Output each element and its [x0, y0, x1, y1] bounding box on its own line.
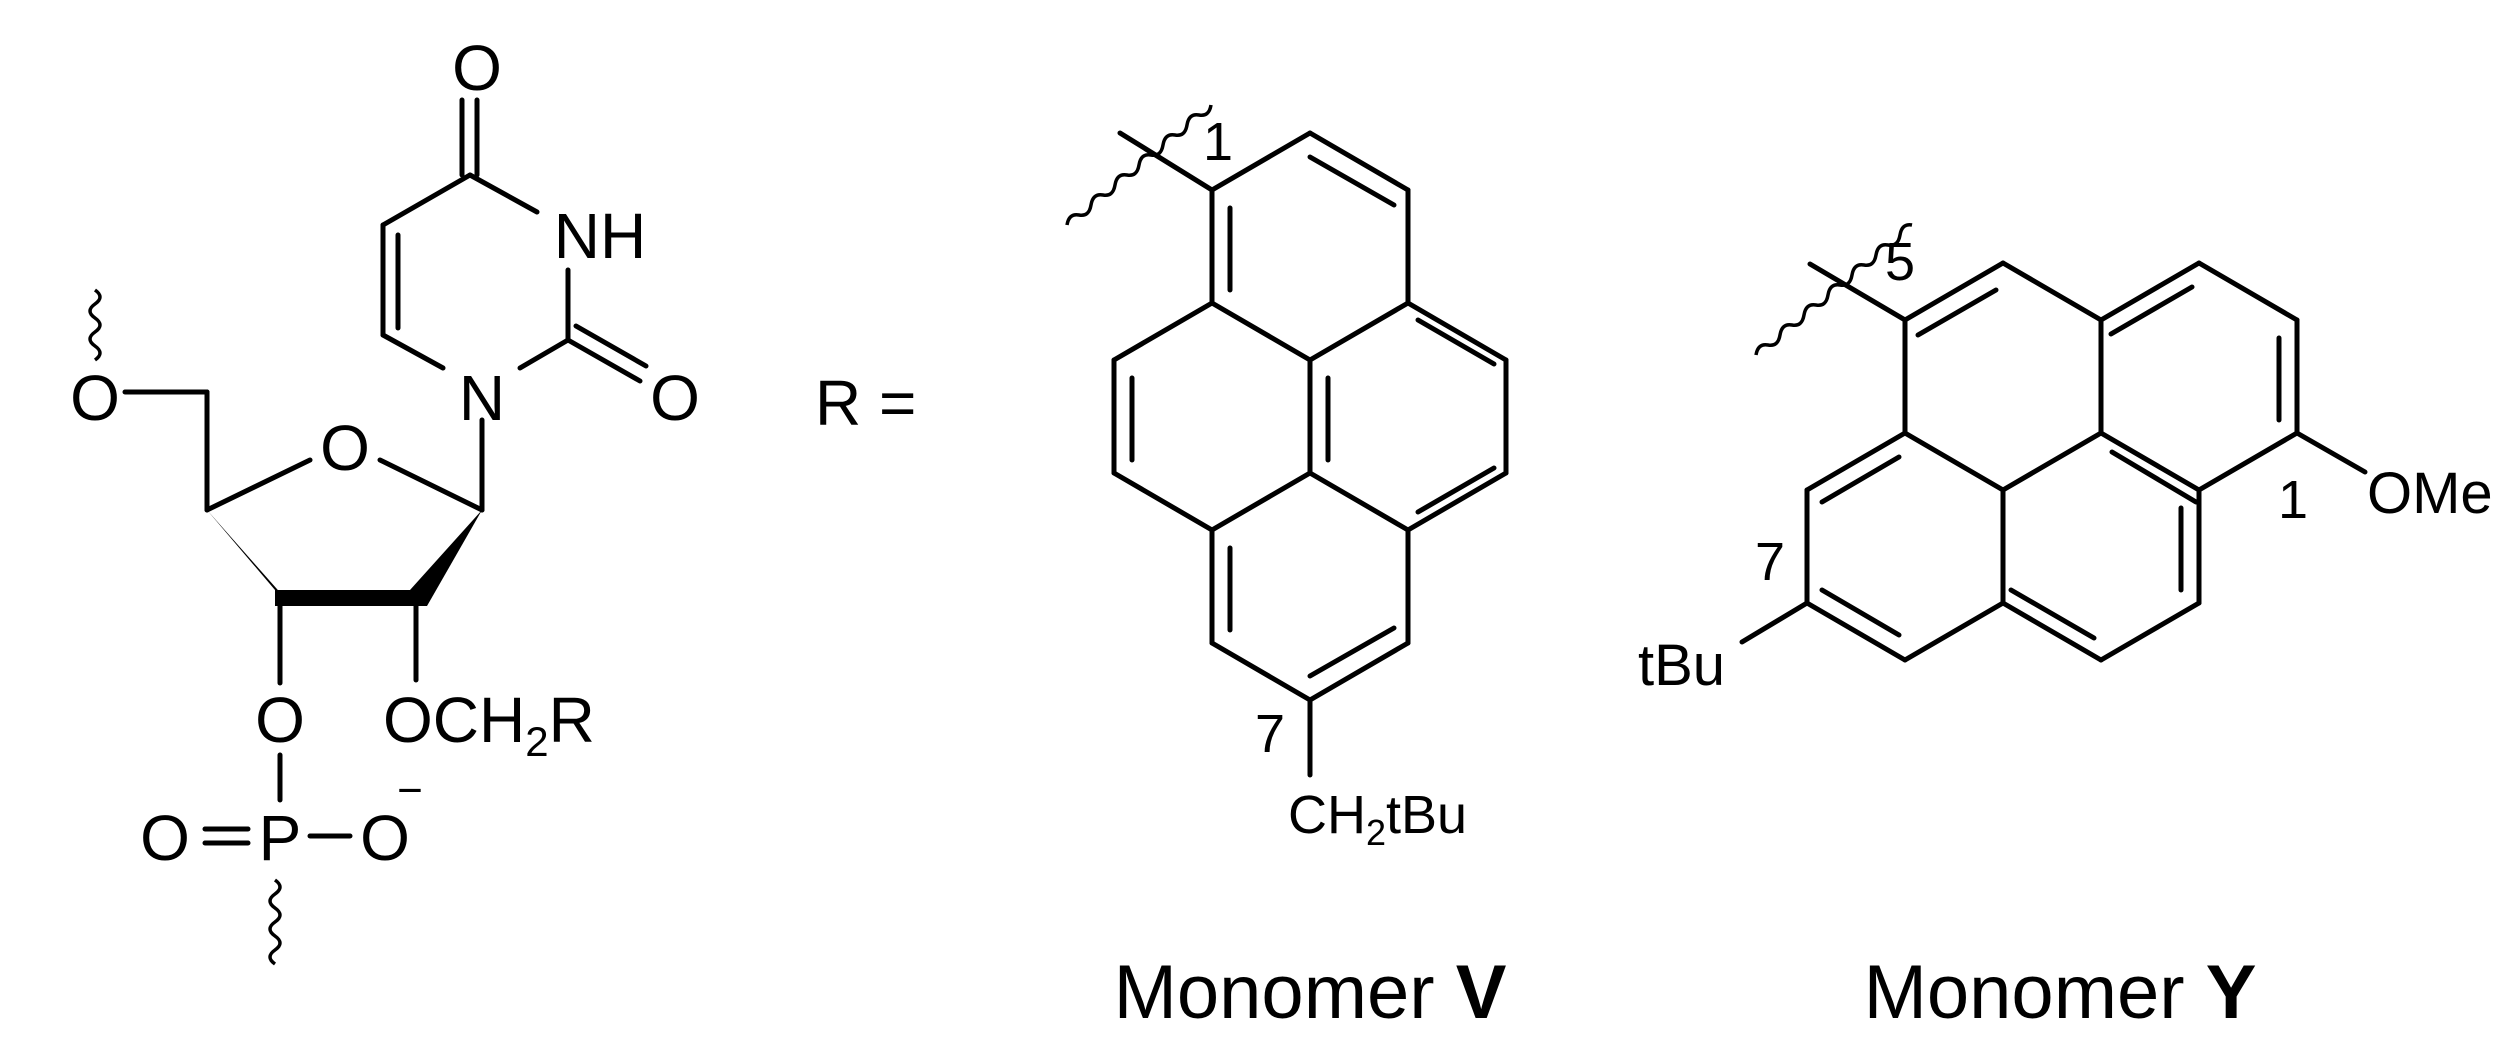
monomer-y-substituent-ome: OMe: [2367, 461, 2493, 526]
charge-minus: −: [397, 766, 423, 815]
wavy-bond-monomer-v: [1065, 104, 1213, 226]
monomer-y-position-5: 5: [1885, 232, 1915, 292]
phosphate-o-minus: O: [360, 802, 410, 874]
monomer-v-caption: Monomer V: [1114, 950, 1507, 1035]
wedge-c1: [410, 510, 482, 606]
atom-n1: N: [459, 362, 505, 434]
bold-bond-c2-c3: [275, 590, 427, 606]
phosphate-o-double: O: [140, 802, 190, 874]
monomer-y-labels: 5 7 1 OMe tBu Monomer Y: [1638, 232, 2493, 1035]
atom-o3: O: [255, 684, 305, 756]
wavy-bond-monomer-y: [1754, 222, 1913, 356]
uracil-ring: [380, 97, 649, 513]
atom-o5: O: [70, 362, 120, 434]
monomer-v-structure: [1065, 104, 1509, 778]
monomer-y-position-1: 1: [2278, 470, 2308, 530]
atom-nh: NH: [554, 200, 646, 272]
monomer-v-substituent: CH2tBu: [1288, 785, 1467, 853]
ribose-ring: [122, 389, 485, 846]
monomer-y-substituent-tbu: tBu: [1638, 633, 1725, 698]
atom-o-carbonyl-right: O: [650, 362, 700, 434]
monomer-y-caption: Monomer Y: [1864, 950, 2257, 1035]
phosphate-p: P: [259, 802, 302, 874]
atom-o-carbonyl-top: O: [452, 32, 502, 104]
wavy-bond-o5: [88, 288, 102, 362]
monomer-v-position-7: 7: [1255, 704, 1285, 764]
monomer-v-labels: 1 7 CH2tBu Monomer V: [1114, 112, 1507, 1035]
attachment-bonds-nucleoside: [88, 288, 282, 966]
wedge-c4: [207, 510, 292, 606]
atom-ring-o: O: [320, 412, 370, 484]
monomer-y-structure: [1739, 222, 2368, 663]
monomer-y-position-7: 7: [1755, 532, 1785, 592]
monomer-v-position-1: 1: [1203, 112, 1233, 172]
group-och2: OCH2R: [383, 684, 595, 765]
nucleoside-labels: O NH O N O O O OCH2R O P O −: [70, 32, 700, 874]
r-definition-label: R =: [815, 367, 916, 439]
wavy-bond-phosphate: [268, 878, 282, 966]
